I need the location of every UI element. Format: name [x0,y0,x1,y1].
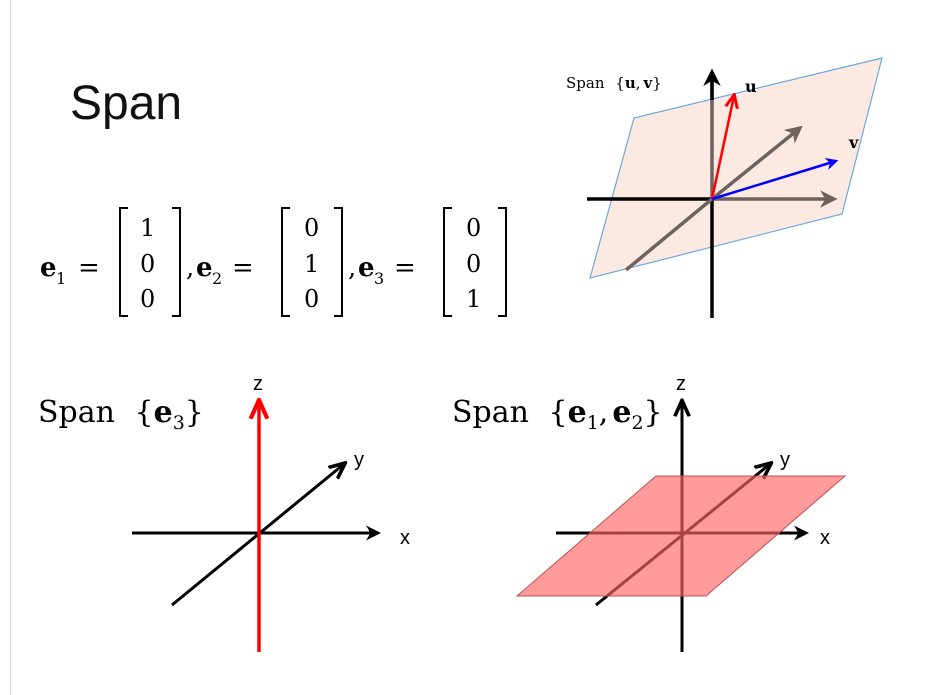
e3-symbol: e [154,395,173,430]
axis-diagonal-upper-arrow [710,125,803,201]
open-brace: { [135,395,154,430]
y-axis-label: y [354,449,364,471]
span-e3-diagram: Span {e3} z y x [38,373,410,652]
v-label-inline: v [643,74,654,92]
u-label-inline: u [625,74,636,92]
u-vector-arrow [710,96,734,200]
e2-subscript: 2 [212,269,222,288]
comma: , [348,253,356,283]
e3-symbol: e [358,253,375,283]
bracket-left [119,207,128,317]
e3-entry-1: 0 [466,214,481,242]
span-uv-diagram: Span {u,v} u v [566,57,883,318]
e3-subscript: 3 [173,412,185,434]
v-vector-arrow [711,157,839,201]
e2-entry-1: 0 [304,214,319,242]
e1-symbol: e [40,253,57,283]
e2-symbol: e [196,253,213,283]
e2-entry-3: 0 [304,285,319,313]
slide-title: Span [70,77,183,130]
e1-e2-plane [515,475,847,597]
close-brace: } [652,74,662,92]
z-axis-label: z [253,373,263,395]
y-axis-label: y [780,449,790,471]
bracket-left [281,207,290,317]
e2-symbol: e [612,395,631,430]
open-brace: { [615,74,625,92]
equals-sign: = [78,253,100,283]
comma: , [186,253,194,283]
v-vector-label: v [848,133,859,152]
span-uv-label: Span {u,v} [566,74,662,92]
span-e3-label: Span {e3} [38,395,204,434]
span-word: Span [38,395,115,430]
e1-entry-1: 1 [140,214,155,242]
z-axis-label: z [676,373,686,395]
x-axis-label: x [820,527,830,549]
x-axis-label: x [400,527,410,549]
e1-subscript: 1 [587,412,599,434]
bracket-right [172,207,181,317]
bracket-right [498,207,507,317]
axis-diagonal-lower [624,197,714,272]
e2-entry-2: 1 [304,250,319,278]
e1-entry-2: 0 [140,250,155,278]
e3-entry-3: 1 [466,285,481,313]
u-vector-label: u [745,77,757,96]
bracket-right [334,207,343,317]
span-plane [589,57,883,279]
bracket-left [443,207,452,317]
basis-vector-equation: e 1 = 1 0 0 , e 2 = 0 1 0 , e 3 = [40,207,507,317]
slide-left-border [10,0,11,695]
span-e1-e2-diagram: Span {e1,e2} z y x [452,373,847,652]
close-brace: } [644,395,663,430]
separator: , [636,74,641,92]
open-brace: { [549,395,568,430]
e2-subscript: 2 [631,412,643,434]
close-brace: } [185,395,204,430]
e1-entry-3: 0 [140,285,155,313]
e1-symbol: e [568,395,587,430]
equals-sign: = [232,253,254,283]
e3-entry-2: 0 [466,250,481,278]
e1-subscript: 1 [56,269,66,288]
e3-subscript: 3 [374,269,384,288]
span-word: Span [566,74,605,92]
span-word: Span [452,395,529,430]
separator: , [599,395,609,430]
equals-sign: = [394,253,416,283]
span-e1-e2-label: Span {e1,e2} [452,395,663,434]
